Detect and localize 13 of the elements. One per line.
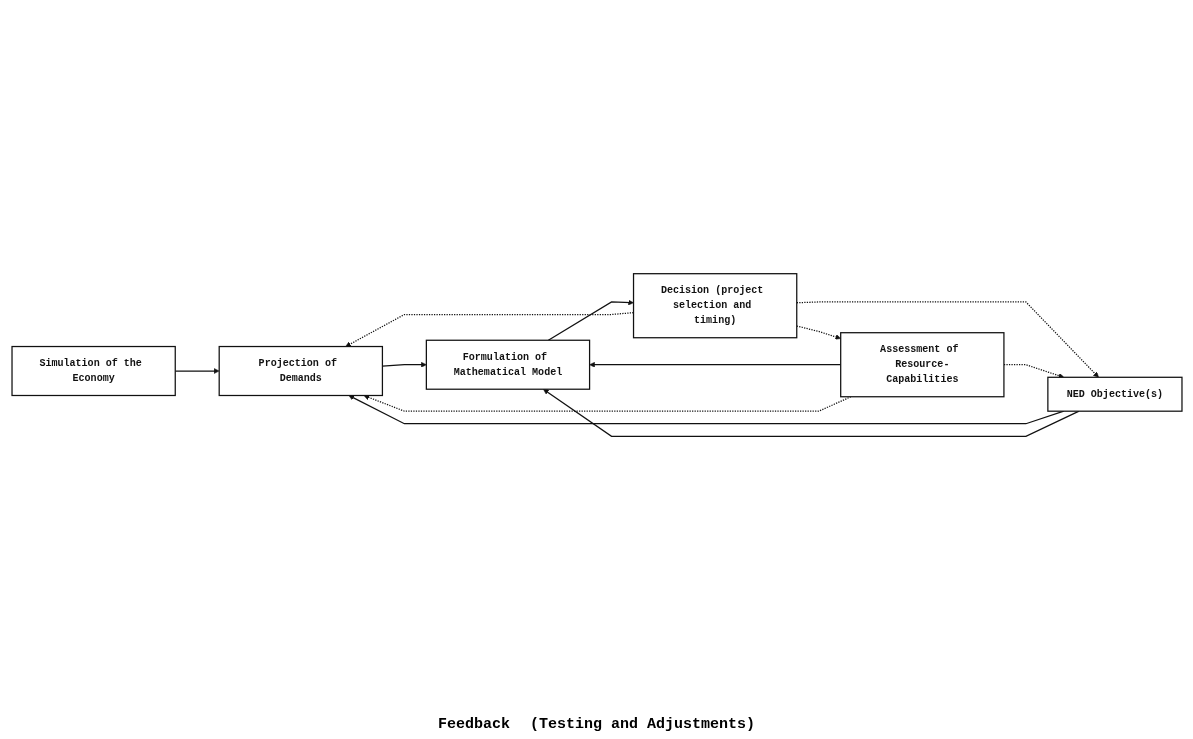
arrow [174, 368, 219, 374]
node-box: Assessment of Resource-Capabilities [839, 332, 1005, 398]
node-box: Simulation of the Economy [10, 345, 176, 397]
arrow [344, 312, 634, 347]
feedback-note: (Testing and Adjustments) [530, 716, 756, 733]
feedback-note: Feedback [437, 716, 510, 733]
arrow [363, 394, 852, 412]
node-box: NED Objective(s) [1046, 376, 1183, 412]
node-box: Formulation of Mathematical Model [425, 339, 590, 390]
node-box: Decision (project selection and timing) [632, 273, 797, 339]
arrow [542, 388, 1080, 437]
arrow [547, 299, 634, 341]
node-box: Projection of Demands [218, 345, 383, 397]
